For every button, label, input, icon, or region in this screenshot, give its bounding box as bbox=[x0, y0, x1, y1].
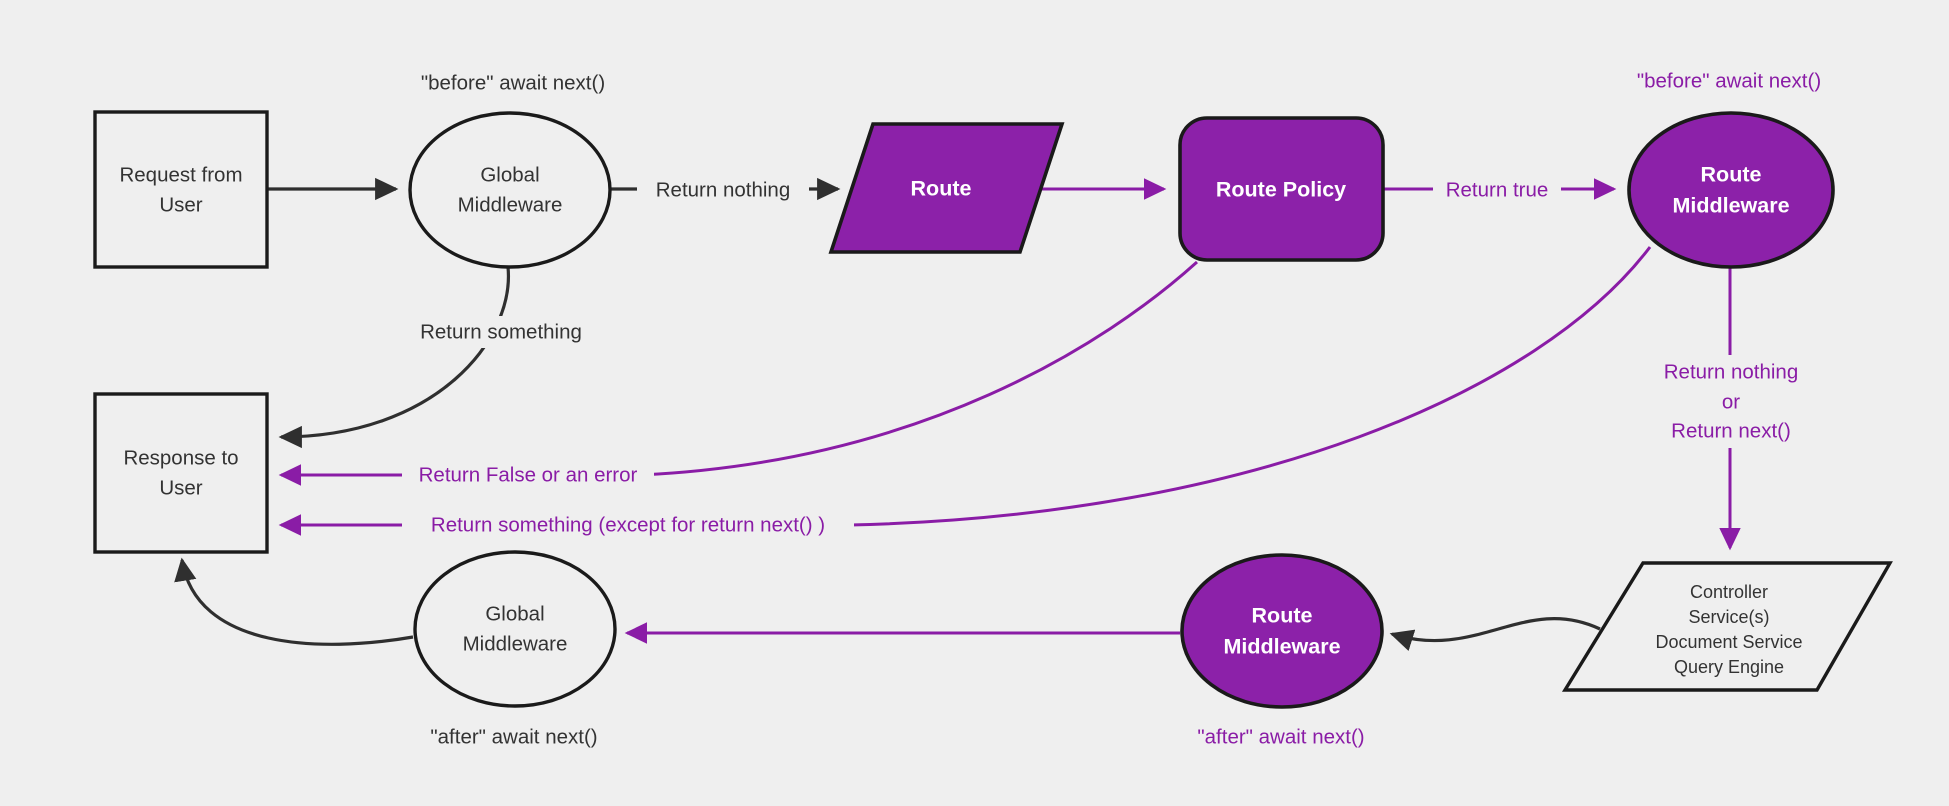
response-to-user-label-line2: User bbox=[159, 476, 202, 499]
node-route-policy: Route Policy bbox=[1178, 116, 1385, 262]
route-policy-label: Route Policy bbox=[1216, 178, 1346, 202]
edge-label-return-false-or-error: Return False or an error bbox=[419, 463, 638, 486]
edge-label-return-nothing-or-line2: or bbox=[1722, 390, 1740, 413]
label-backdrop bbox=[1433, 173, 1561, 206]
node-route: Route bbox=[828, 122, 1065, 254]
route-label: Route bbox=[911, 177, 972, 201]
node-route-middleware-top: Route Middleware bbox=[1627, 111, 1835, 269]
edge-controller-to-route-middleware-bottom bbox=[1389, 617, 1601, 651]
request-from-user-label-line1: Request from bbox=[119, 163, 242, 186]
request-from-user-label-line2: User bbox=[159, 193, 202, 216]
route-middleware-bottom-ellipse bbox=[1180, 553, 1384, 709]
edge-label-before-await-next-black: "before" await next() bbox=[421, 71, 605, 94]
controller-stack-label-line4: Query Engine bbox=[1674, 657, 1784, 677]
route-middleware-top-label-line1: Route bbox=[1701, 163, 1762, 187]
label-backdrop bbox=[402, 509, 854, 541]
node-response-to-user: Response to User bbox=[93, 392, 269, 554]
route-middleware-top-label-line2: Middleware bbox=[1672, 194, 1789, 218]
edge-route-middleware-return-something-except bbox=[278, 246, 1652, 536]
global-middleware-bottom-ellipse bbox=[413, 550, 617, 708]
node-global-middleware-bottom: Global Middleware bbox=[413, 550, 617, 708]
route-middleware-bottom-label-line2: Middleware bbox=[1223, 635, 1340, 659]
controller-stack-parallelogram bbox=[1561, 561, 1893, 692]
controller-stack-label-line2: Service(s) bbox=[1688, 607, 1769, 627]
route-middleware-bottom-label-line1: Route bbox=[1252, 604, 1313, 628]
route-parallelogram bbox=[828, 122, 1065, 254]
request-from-user-box bbox=[93, 110, 269, 269]
edge-label-return-something-except: Return something (except for return next… bbox=[431, 513, 825, 536]
label-backdrop bbox=[637, 173, 809, 206]
global-middleware-bottom-label-line2: Middleware bbox=[463, 632, 568, 655]
edge-label-after-await-next-purple: "after" await next() bbox=[1197, 725, 1364, 748]
edge-label-return-nothing: Return nothing bbox=[656, 178, 790, 201]
edge-label-after-await-next-black: "after" await next() bbox=[430, 725, 597, 748]
edge-label-return-nothing-or-line3: Return next() bbox=[1671, 419, 1791, 442]
route-middleware-top-ellipse bbox=[1627, 111, 1835, 269]
route-policy-box bbox=[1178, 116, 1385, 262]
node-global-middleware-top: Global Middleware bbox=[408, 111, 612, 269]
edge-global-middleware-return-something bbox=[278, 266, 510, 449]
label-backdrop bbox=[1643, 355, 1819, 448]
label-backdrop bbox=[412, 316, 590, 348]
controller-stack-label-line3: Document Service bbox=[1655, 632, 1802, 652]
global-middleware-top-label-line2: Middleware bbox=[458, 193, 563, 216]
edge-label-return-true: Return true bbox=[1446, 178, 1549, 201]
response-to-user-box bbox=[93, 392, 269, 554]
edge-global-middleware-bottom-to-response bbox=[174, 557, 414, 646]
global-middleware-top-ellipse bbox=[408, 111, 612, 269]
edge-label-before-await-next-purple: "before" await next() bbox=[1637, 69, 1821, 92]
global-middleware-bottom-label-line1: Global bbox=[485, 602, 544, 625]
edge-route-policy-return-false bbox=[278, 260, 1199, 486]
node-controller-stack: Controller Service(s) Document Service Q… bbox=[1561, 561, 1893, 692]
edge-label-return-nothing-or-line1: Return nothing bbox=[1664, 360, 1798, 383]
controller-stack-label-line1: Controller bbox=[1690, 582, 1768, 602]
node-route-middleware-bottom: Route Middleware bbox=[1180, 553, 1384, 709]
node-request-from-user: Request from User bbox=[93, 110, 269, 269]
edge-label-return-something: Return something bbox=[420, 320, 582, 343]
global-middleware-top-label-line1: Global bbox=[480, 163, 539, 186]
response-to-user-label-line1: Response to bbox=[123, 446, 238, 469]
label-backdrop bbox=[402, 459, 654, 491]
